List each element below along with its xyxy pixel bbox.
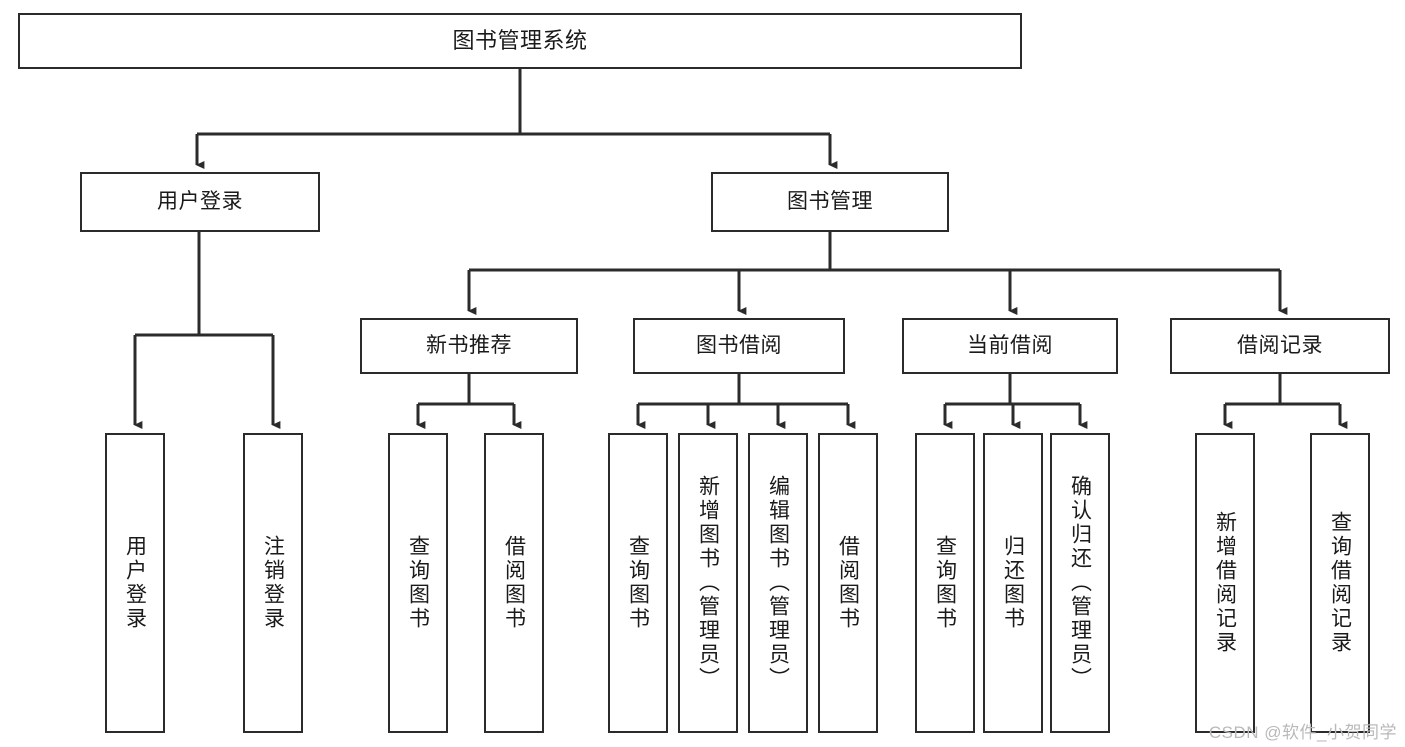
node-root-label: 图书管理系统 <box>452 28 588 54</box>
node-book-manage[interactable]: 图书管理 <box>711 172 949 232</box>
node-new-book-rec[interactable]: 新书推荐 <box>360 318 578 374</box>
node-leaf-user-login-label: 用户登录 <box>123 535 147 631</box>
node-leaf-add-book[interactable]: 新增图书（管理员） <box>678 433 738 733</box>
node-new-book-rec-label: 新书推荐 <box>426 333 512 357</box>
node-leaf-logout[interactable]: 注销登录 <box>243 433 303 733</box>
node-user-login[interactable]: 用户登录 <box>80 172 320 232</box>
node-leaf-query-record-label: 查询借阅记录 <box>1328 511 1352 655</box>
node-leaf-borrow-book-1-label: 借阅图书 <box>502 535 526 631</box>
node-leaf-query-book-2-label: 查询图书 <box>626 535 650 631</box>
node-leaf-user-login[interactable]: 用户登录 <box>105 433 165 733</box>
node-current-borrow[interactable]: 当前借阅 <box>902 318 1118 374</box>
node-leaf-query-book-3[interactable]: 查询图书 <box>915 433 975 733</box>
node-book-manage-label: 图书管理 <box>787 189 873 213</box>
node-leaf-return-book-label: 归还图书 <box>1001 535 1025 631</box>
node-leaf-query-book-1[interactable]: 查询图书 <box>388 433 448 733</box>
node-user-login-label: 用户登录 <box>157 189 243 213</box>
node-leaf-add-record[interactable]: 新增借阅记录 <box>1195 433 1255 733</box>
node-book-borrow[interactable]: 图书借阅 <box>633 318 845 374</box>
node-current-borrow-label: 当前借阅 <box>967 333 1053 357</box>
node-root[interactable]: 图书管理系统 <box>18 13 1022 69</box>
node-leaf-return-book[interactable]: 归还图书 <box>983 433 1043 733</box>
node-leaf-borrow-book-2[interactable]: 借阅图书 <box>818 433 878 733</box>
node-leaf-edit-book[interactable]: 编辑图书（管理员） <box>748 433 808 733</box>
node-borrow-record[interactable]: 借阅记录 <box>1170 318 1390 374</box>
node-borrow-record-label: 借阅记录 <box>1237 333 1323 357</box>
node-leaf-edit-book-label: 编辑图书（管理员） <box>766 475 790 691</box>
watermark: CSDN @软件_小贺同学 <box>1208 723 1397 742</box>
node-leaf-logout-label: 注销登录 <box>261 535 285 631</box>
node-leaf-query-record[interactable]: 查询借阅记录 <box>1310 433 1370 733</box>
node-leaf-add-record-label: 新增借阅记录 <box>1213 511 1237 655</box>
node-leaf-confirm-return-label: 确认归还（管理员） <box>1068 475 1092 691</box>
node-leaf-add-book-label: 新增图书（管理员） <box>696 475 720 691</box>
node-book-borrow-label: 图书借阅 <box>696 333 782 357</box>
node-leaf-query-book-1-label: 查询图书 <box>406 535 430 631</box>
node-leaf-query-book-2[interactable]: 查询图书 <box>608 433 668 733</box>
node-leaf-borrow-book-2-label: 借阅图书 <box>836 535 860 631</box>
node-leaf-query-book-3-label: 查询图书 <box>933 535 957 631</box>
node-leaf-borrow-book-1[interactable]: 借阅图书 <box>484 433 544 733</box>
node-leaf-confirm-return[interactable]: 确认归还（管理员） <box>1050 433 1110 733</box>
